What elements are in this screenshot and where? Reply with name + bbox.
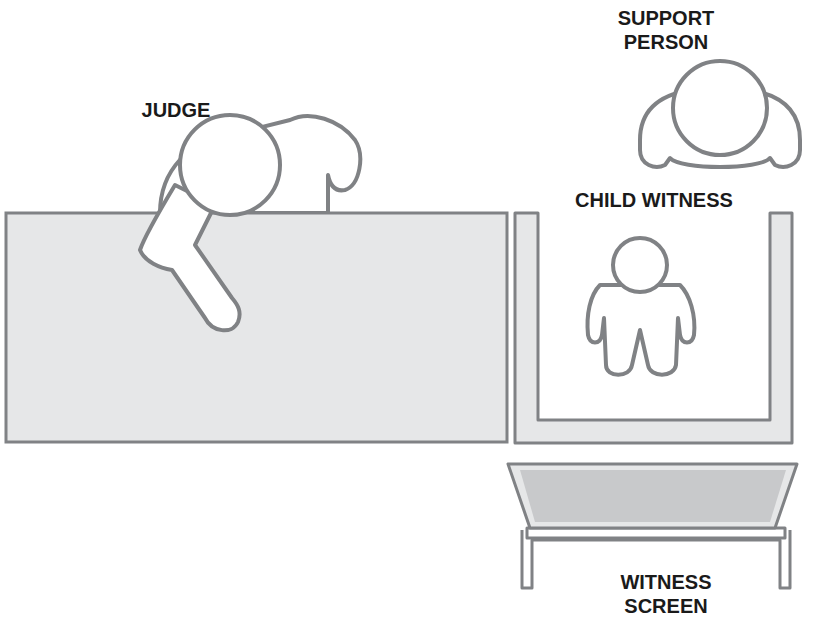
support-person-label: SUPPORT PERSON (601, 6, 731, 54)
witness-box-area: CHILD WITNESS (540, 188, 768, 418)
child-witness-body (588, 285, 695, 375)
node-label: CHILD WITNESS (540, 188, 768, 212)
screen-panel (520, 470, 786, 522)
judge-label: JUDGE (116, 98, 236, 122)
witness-box (515, 213, 792, 443)
judge-head (180, 115, 280, 215)
witness-screen-label: WITNESS SCREEN (601, 570, 731, 618)
child-witness-head (613, 238, 667, 292)
screen-panel-outer (508, 464, 797, 528)
judge-desk (6, 213, 507, 442)
support-person-head (673, 61, 767, 155)
